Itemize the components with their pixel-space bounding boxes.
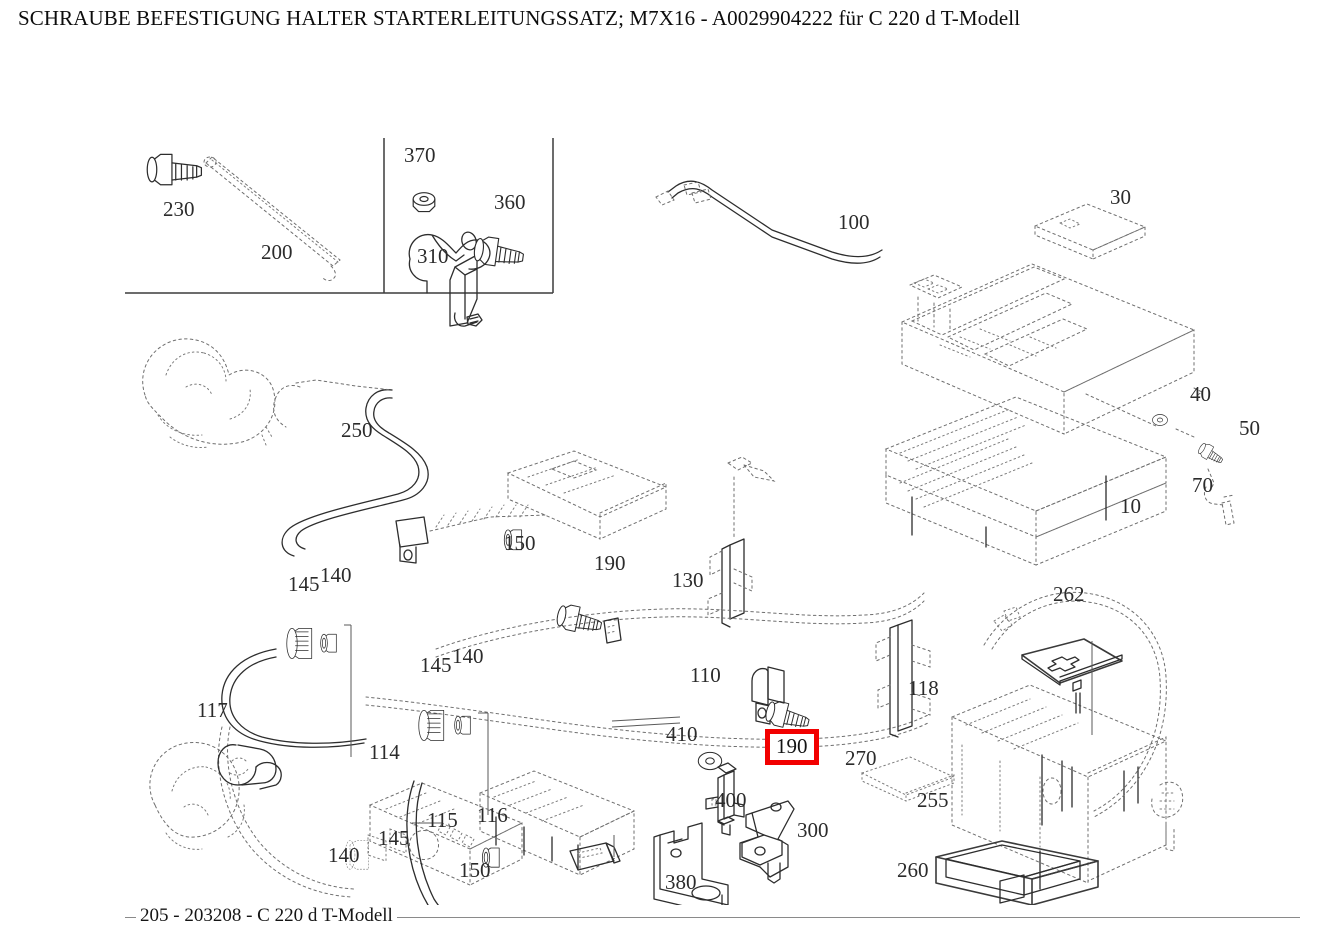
callout-250[interactable]: 250 (341, 418, 373, 442)
callout-400[interactable]: 400 (715, 788, 747, 812)
callout-117[interactable]: 117 (197, 698, 228, 722)
callout-230[interactable]: 230 (163, 197, 195, 221)
callout-270[interactable]: 270 (845, 746, 877, 770)
callout-380[interactable]: 380 (665, 870, 697, 894)
callout-118[interactable]: 118 (908, 676, 939, 700)
callout-190-upper[interactable]: 190 (594, 551, 626, 575)
callout-100[interactable]: 100 (838, 210, 870, 234)
callout-110[interactable]: 110 (690, 663, 721, 687)
callout-70[interactable]: 70 (1192, 473, 1213, 497)
callout-114[interactable]: 114 (369, 740, 400, 764)
callout-260[interactable]: 260 (897, 858, 929, 882)
callout-40[interactable]: 40 (1190, 382, 1211, 406)
callout-150-lower[interactable]: 150 (459, 858, 491, 882)
callout-190-highlighted[interactable]: 190 (765, 729, 819, 765)
callout-145-mid[interactable]: 145 (420, 653, 452, 677)
callout-10[interactable]: 10 (1120, 494, 1141, 518)
callout-50[interactable]: 50 (1239, 416, 1260, 440)
callout-140-mid[interactable]: 140 (452, 644, 484, 668)
callout-130[interactable]: 130 (672, 568, 704, 592)
callout-255[interactable]: 255 (917, 788, 949, 812)
parts-diagram: .s{fill:none;stroke:#2d2d2d;stroke-width… (0, 45, 1326, 905)
page-title: SCHRAUBE BEFESTIGUNG HALTER STARTERLEITU… (18, 6, 1021, 30)
footer: 205 - 203208 - C 220 d T-Modell (0, 902, 1326, 938)
diagram-artwork: .s{fill:none;stroke:#2d2d2d;stroke-width… (125, 138, 1235, 905)
callout-116[interactable]: 116 (477, 803, 508, 827)
callout-360[interactable]: 360 (494, 190, 526, 214)
callout-145-lower[interactable]: 145 (378, 826, 410, 850)
footer-label: 205 - 203208 - C 220 d T-Modell (136, 905, 397, 927)
footer-divider (125, 917, 1300, 918)
callout-410[interactable]: 410 (666, 722, 698, 746)
callout-30[interactable]: 30 (1110, 185, 1131, 209)
callout-140-upper[interactable]: 140 (320, 563, 352, 587)
callout-150-upper[interactable]: 150 (504, 531, 536, 555)
callout-145-upper[interactable]: 145 (288, 572, 320, 596)
callout-115[interactable]: 115 (427, 808, 458, 832)
callout-300[interactable]: 300 (797, 818, 829, 842)
callout-262[interactable]: 262 (1053, 582, 1085, 606)
callout-310[interactable]: 310 (417, 244, 449, 268)
callout-370[interactable]: 370 (404, 143, 436, 167)
callout-140-lower[interactable]: 140 (328, 843, 360, 867)
callout-200[interactable]: 200 (261, 240, 293, 264)
